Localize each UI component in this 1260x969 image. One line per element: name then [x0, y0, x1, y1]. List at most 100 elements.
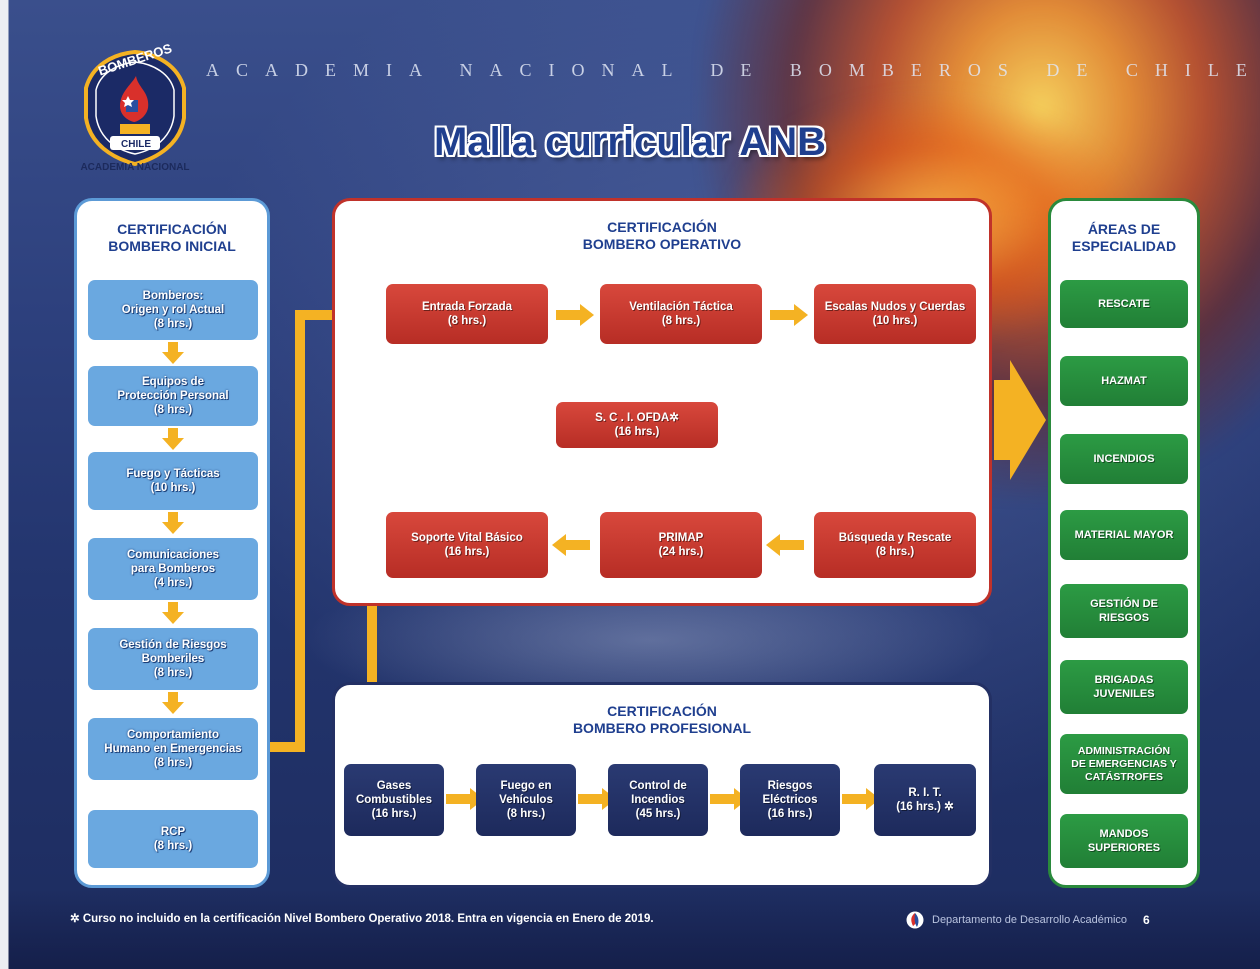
course-box: Entrada Forzada (8 hrs.): [386, 284, 548, 344]
course-name: R. I. T.: [908, 787, 942, 799]
course-name: Comunicaciones para Bomberos: [126, 549, 220, 575]
area-label: HAZMAT: [1101, 375, 1147, 387]
course-box: Soporte Vital Básico (16 hrs.): [386, 512, 548, 578]
arrow-down-icon: [162, 428, 184, 450]
course-name: Soporte Vital Básico: [411, 532, 523, 544]
course-box: Equipos de Protección Personal (8 hrs.): [88, 366, 258, 426]
area-label: RESCATE: [1098, 298, 1150, 310]
course-hours: (8 hrs.): [506, 808, 546, 820]
course-name: Bomberos: Origen y rol Actual: [121, 290, 225, 316]
course-box: Ventilación Táctica (8 hrs.): [600, 284, 762, 344]
panel-heading-profesional: CERTIFICACIÓN BOMBERO PROFESIONAL: [572, 703, 752, 736]
course-hours: (8 hrs.): [447, 315, 487, 327]
area-box: GESTIÓN DE RIESGOS: [1060, 584, 1188, 638]
course-hours: (16 hrs.): [767, 808, 813, 820]
arrow-down-icon: [162, 512, 184, 534]
course-box: R. I. T. (16 hrs.) ✲: [874, 764, 976, 836]
course-name: Comportamiento Humano en Emergencias: [104, 729, 242, 755]
area-label: INCENDIOS: [1093, 453, 1155, 465]
arrow-down-icon: [162, 602, 184, 624]
course-hours: (8 hrs.): [153, 404, 193, 416]
course-hours: (8 hrs.): [153, 840, 193, 852]
big-arrow-to-areas: [994, 360, 1046, 480]
area-box: BRIGADAS JUVENILES: [1060, 660, 1188, 714]
area-label: GESTIÓN DE RIESGOS: [1090, 598, 1158, 624]
course-box: Fuego y Tácticas (10 hrs.): [88, 452, 258, 510]
arrow-left-icon: [552, 534, 590, 556]
arrow-right-icon: [578, 788, 616, 810]
arrow-right-icon: [556, 304, 594, 326]
footer-department: Departamento de Desarrollo Académico 6: [906, 911, 1150, 929]
course-box: S. C . I. OFDA✲ (16 hrs.): [556, 402, 718, 448]
course-hours: (4 hrs.): [153, 577, 193, 589]
area-label: ADMINISTRACIÓN DE EMERGENCIAS Y CATÁSTRO…: [1071, 744, 1177, 783]
course-name: Ventilación Táctica: [629, 301, 733, 313]
course-box: PRIMAP (24 hrs.): [600, 512, 762, 578]
course-name: S. C . I. OFDA✲: [595, 412, 679, 424]
course-box: Gases Combustibles (16 hrs.): [344, 764, 444, 836]
course-hours: (16 hrs.): [614, 426, 660, 438]
course-name: RCP: [160, 826, 186, 838]
course-hours: (16 hrs.): [444, 546, 490, 558]
course-box: Gestión de Riesgos Bomberiles (8 hrs.): [88, 628, 258, 690]
course-name: Fuego en Vehículos: [499, 780, 553, 806]
academy-small-label: ACADEMIA NACIONAL: [80, 162, 190, 173]
course-hours: (8 hrs.): [153, 757, 193, 769]
area-box: ADMINISTRACIÓN DE EMERGENCIAS Y CATÁSTRO…: [1060, 734, 1188, 794]
course-name: Gases Combustibles: [355, 780, 433, 806]
area-box: MANDOS SUPERIORES: [1060, 814, 1188, 868]
arrow-down-icon: [162, 342, 184, 364]
course-hours: (24 hrs.): [658, 546, 704, 558]
course-hours: (8 hrs.): [661, 315, 701, 327]
course-name: Entrada Forzada: [421, 301, 513, 313]
academy-title: ACADEMIA NACIONAL DE BOMBEROS DE CHILE: [206, 60, 1260, 80]
course-hours: (10 hrs.): [150, 482, 196, 494]
arrow-right-icon: [770, 304, 808, 326]
course-box: Comunicaciones para Bomberos (4 hrs.): [88, 538, 258, 600]
department-label: Departamento de Desarrollo Académico: [932, 914, 1128, 926]
course-name: Control de Incendios: [629, 780, 687, 806]
area-label: MATERIAL MAYOR: [1074, 529, 1174, 541]
area-label: BRIGADAS JUVENILES: [1093, 674, 1155, 700]
page-number: 6: [1143, 913, 1150, 927]
course-box: Control de Incendios (45 hrs.): [608, 764, 708, 836]
course-hours: (16 hrs.) ✲: [896, 801, 954, 813]
course-hours: (8 hrs.): [153, 667, 193, 679]
course-box: Comportamiento Humano en Emergencias (8 …: [88, 718, 258, 780]
course-box: RCP (8 hrs.): [88, 810, 258, 868]
area-box: HAZMAT: [1060, 356, 1188, 406]
bomberos-badge-logo: [84, 49, 186, 166]
arrow-right-icon: [842, 788, 880, 810]
course-name: Búsqueda y Rescate: [838, 532, 952, 544]
course-box: Búsqueda y Rescate (8 hrs.): [814, 512, 976, 578]
course-hours: (8 hrs.): [875, 546, 915, 558]
course-hours: (8 hrs.): [153, 318, 193, 330]
course-name: Gestión de Riesgos Bomberiles: [119, 639, 227, 665]
course-box: Fuego en Vehículos (8 hrs.): [476, 764, 576, 836]
course-name: Riesgos Eléctricos: [762, 780, 818, 806]
course-hours: (16 hrs.): [371, 808, 417, 820]
footnote: ✲ Curso no incluido en la certificación …: [70, 913, 654, 925]
area-box: RESCATE: [1060, 280, 1188, 328]
course-box: Riesgos Eléctricos (16 hrs.): [740, 764, 840, 836]
area-box: INCENDIOS: [1060, 434, 1188, 484]
arrow-right-icon: [710, 788, 748, 810]
course-name: Escalas Nudos y Cuerdas: [824, 301, 966, 313]
panel-heading-operativo: CERTIFICACIÓN BOMBERO OPERATIVO: [582, 219, 742, 252]
arrow-down-icon: [162, 692, 184, 714]
course-box: Bomberos: Origen y rol Actual (8 hrs.): [88, 280, 258, 340]
course-name: PRIMAP: [658, 532, 704, 544]
arrow-left-icon: [766, 534, 804, 556]
course-hours: (45 hrs.): [635, 808, 681, 820]
panel-heading-inicial: CERTIFICACIÓN BOMBERO INICIAL: [108, 221, 236, 254]
course-hours: (10 hrs.): [872, 315, 918, 327]
panel-heading-areas: ÁREAS DE ESPECIALIDAD: [1071, 221, 1177, 254]
badge-bottom-text: CHILE: [121, 139, 151, 150]
course-box: Escalas Nudos y Cuerdas (10 hrs.): [814, 284, 976, 344]
area-label: MANDOS SUPERIORES: [1087, 828, 1161, 854]
arrow-right-icon: [446, 788, 484, 810]
course-name: Equipos de Protección Personal: [117, 376, 229, 402]
department-logo-icon: [906, 911, 924, 929]
page-title: Malla curricular ANB: [434, 120, 826, 164]
